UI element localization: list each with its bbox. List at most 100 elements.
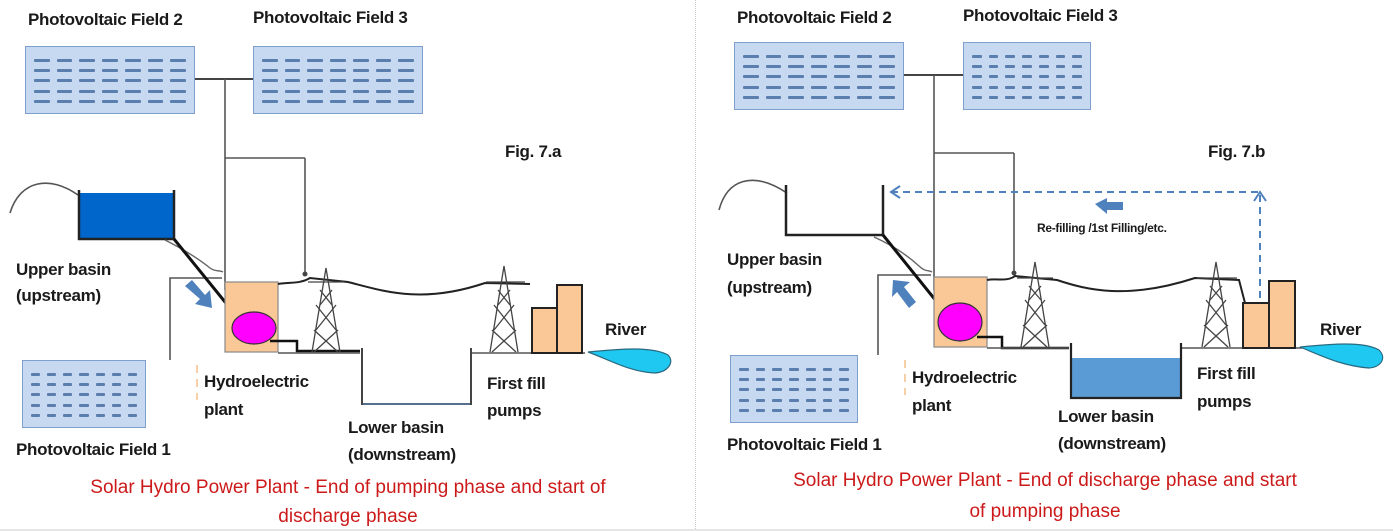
pv-cell: [988, 75, 999, 79]
pv-cell: [398, 100, 414, 104]
panel-divider: [695, 0, 696, 531]
pv-cell: [772, 398, 783, 402]
pv-cell: [755, 388, 766, 392]
pv-cell: [47, 372, 57, 376]
junction-dot: [302, 271, 308, 277]
pv-cell: [879, 75, 895, 79]
pv-field-3-label: Photovoltaic Field 3: [963, 6, 1118, 25]
pv-cell: [56, 58, 73, 62]
pv-cell: [31, 372, 41, 376]
pv-cell: [879, 65, 895, 69]
refill-arrowhead-icon: [889, 185, 901, 199]
pv-cell: [1038, 65, 1049, 69]
pv-cell: [124, 69, 141, 73]
pv-cell: [789, 409, 799, 413]
turbine-pump-unit: [937, 302, 983, 342]
pv-cell: [307, 89, 324, 93]
pv-field-2-label: Photovoltaic Field 2: [28, 10, 183, 29]
hydro-plant-label-line2: plant: [912, 396, 952, 415]
pv-cell: [34, 58, 50, 62]
pv-cell: [79, 58, 96, 62]
hill-outline: [718, 179, 788, 211]
pv-cell: [63, 393, 73, 397]
upper-basin-wall: [784, 185, 885, 237]
transmission-pylon-icon: [308, 267, 344, 353]
pv-cell: [811, 65, 827, 69]
pv-cell: [1005, 85, 1016, 89]
upper-basin-label-line1: Upper basin: [16, 260, 111, 279]
pv-cell: [1055, 75, 1066, 79]
pv-cell: [79, 372, 89, 376]
pv-cell: [765, 96, 782, 100]
pv-cell: [79, 383, 89, 387]
pv-cell: [879, 96, 895, 100]
pv-cell: [56, 79, 73, 83]
upper-basin-label-line2: (upstream): [16, 286, 101, 305]
pv-cell: [352, 69, 369, 73]
pv-cell: [789, 367, 799, 371]
pv-field-2-panel: [25, 46, 195, 114]
figure-caption-line1: Solar Hydro Power Plant - End of dischar…: [793, 470, 1297, 491]
pv-cell: [284, 100, 301, 104]
pv-cell: [127, 403, 137, 407]
pv-cell: [1072, 85, 1082, 89]
pv-cell: [330, 58, 346, 62]
pv-cell: [95, 403, 105, 407]
pv-cell: [879, 54, 895, 58]
pv-cell: [988, 96, 999, 100]
pv-cell: [170, 89, 186, 93]
figure-7a-drawing: [9, 78, 672, 405]
pv-cell: [111, 383, 121, 387]
pv-cell: [124, 89, 141, 93]
pv-cell: [788, 65, 805, 69]
pv-cell: [755, 367, 766, 371]
pv-cell: [1055, 65, 1066, 69]
pv-cell: [63, 372, 73, 376]
pv-cells: [743, 51, 895, 103]
lower-basin-wall: [361, 348, 472, 405]
first-fill-pump-building: [1268, 280, 1296, 349]
pv-cell: [743, 85, 759, 89]
pv-cell: [805, 409, 816, 413]
pv-cell: [839, 378, 849, 382]
pv-cell: [111, 372, 121, 376]
pv-field-1-panel: [22, 360, 146, 428]
pv-cell: [1072, 54, 1082, 58]
pv-cell: [330, 79, 346, 83]
pumps-label-line2: pumps: [1197, 392, 1252, 411]
pv-cell: [56, 89, 73, 93]
pv-cell: [856, 96, 873, 100]
pv-cell: [1038, 96, 1049, 100]
pv-cell: [772, 378, 783, 382]
pv-cell: [34, 69, 50, 73]
pv-cell: [124, 100, 141, 104]
power-line: [986, 274, 1246, 304]
pv-cell: [856, 54, 873, 58]
pv-cell: [755, 409, 766, 413]
pv-cell: [805, 398, 816, 402]
pv-cell: [1022, 85, 1032, 89]
pv-cell: [1005, 96, 1016, 100]
pv-cell: [805, 367, 816, 371]
pv-cell: [63, 403, 73, 407]
pv-cell: [111, 414, 121, 418]
pv-cell: [95, 372, 105, 376]
pv-cell: [1072, 96, 1082, 100]
pv-cell: [79, 79, 96, 83]
pv-cell: [739, 409, 749, 413]
hydro-plant-label-line1: Hydroelectric: [204, 372, 309, 391]
pv-cell: [79, 100, 96, 104]
pv-cell: [284, 79, 301, 83]
pv-cell: [879, 85, 895, 89]
pv-cell: [788, 54, 805, 58]
pv-cell: [988, 85, 999, 89]
transmission-pylon-icon: [1017, 261, 1053, 348]
pv-cell: [170, 100, 186, 104]
pv-cell: [262, 69, 278, 73]
pv-cell: [79, 414, 89, 418]
pv-cell: [124, 58, 141, 62]
pv-cells: [262, 55, 414, 107]
pv-cell: [111, 403, 121, 407]
river-shape: [587, 348, 672, 374]
pv-cell: [375, 69, 392, 73]
